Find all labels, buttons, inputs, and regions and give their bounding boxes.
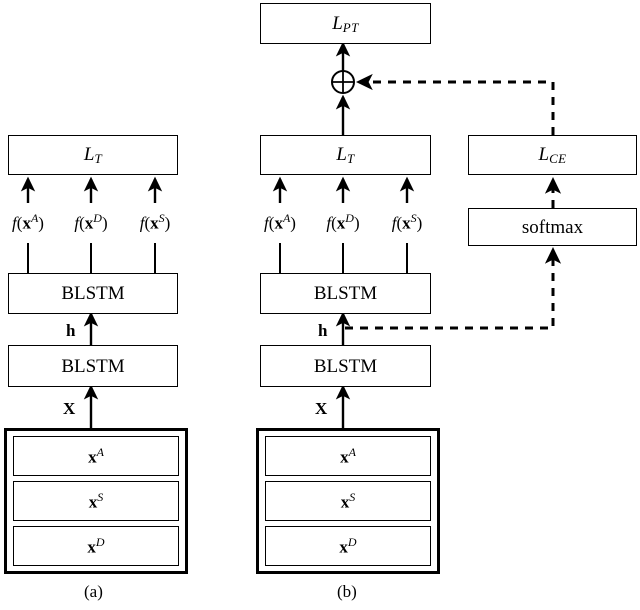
- panel-b-input-matrix-label: X: [315, 399, 328, 418]
- panel-a-embedding-label-s: f(xS): [139, 211, 171, 233]
- panel-a-embedding-label-a: f(xA): [12, 211, 44, 233]
- panel-a-loss-triplet-label: LT: [83, 144, 103, 166]
- panel-b-caption: (b): [337, 582, 357, 601]
- panel-a-input-stream-s: xS: [13, 481, 179, 521]
- panel-a-input-stream-d: xD: [13, 526, 179, 566]
- panel-a-blstm-upper-label: BLSTM: [61, 283, 125, 304]
- panel-b-embedding-label-a: f(xA): [264, 211, 296, 233]
- panel-a-input-matrix-label: X: [63, 399, 76, 418]
- panel-a-caption: (a): [84, 582, 103, 601]
- panel-b-input-stream-s-label: xS: [340, 490, 356, 512]
- panel-a-input-stream-a-label: xA: [88, 445, 104, 467]
- panel-a-input-stream-s-label: xS: [88, 490, 104, 512]
- panel-b-embedding-label-d: f(xD): [326, 211, 360, 233]
- panel-b-loss-triplet-box: LT: [260, 135, 431, 175]
- panel-b-loss-pretrain-label: LPT: [332, 12, 359, 35]
- panel-a-blstm-lower-label: BLSTM: [61, 355, 125, 377]
- panel-b-blstm-lower-label: BLSTM: [313, 355, 378, 377]
- panel-a-blstm-upper-box: BLSTM: [8, 273, 178, 314]
- panel-a-input-stream-a: xA: [13, 436, 179, 476]
- panel-b-input-stream-d: xD: [265, 526, 431, 566]
- panel-a-embedding-label-d: f(xD): [74, 211, 108, 233]
- panel-b-blstm-upper-box: BLSTM: [260, 273, 431, 314]
- panel-b-blstm-lower-box: BLSTM: [260, 345, 431, 387]
- panel-a-input-stream-d-label: xD: [87, 535, 105, 557]
- panel-b-input-stream-a-label: xA: [340, 445, 356, 467]
- panel-b-loss-triplet-label: LT: [336, 144, 355, 166]
- panel-b-loss-pretrain-box: LPT: [260, 3, 431, 44]
- panel-a-loss-triplet-box: LT: [8, 135, 178, 175]
- panel-a-hidden-label: h: [66, 321, 76, 340]
- panel-b-loss-crossentropy-label: LCE: [538, 144, 567, 166]
- panel-b-loss-crossentropy-box: LCE: [468, 135, 637, 175]
- panel-b-input-stream-d-label: xD: [339, 535, 357, 557]
- panel-b-hidden-label: h: [318, 321, 328, 340]
- panel-b-embedding-label-s: f(xS): [391, 211, 423, 233]
- panel-b-softmax-label: softmax: [521, 216, 584, 238]
- panel-b-input-stream-s: xS: [265, 481, 431, 521]
- panel-a-blstm-lower-box: BLSTM: [8, 345, 178, 387]
- panel-b-blstm-upper-label: BLSTM: [313, 283, 378, 304]
- panel-b-input-stream-a: xA: [265, 436, 431, 476]
- panel-b-softmax-box: softmax: [468, 208, 637, 246]
